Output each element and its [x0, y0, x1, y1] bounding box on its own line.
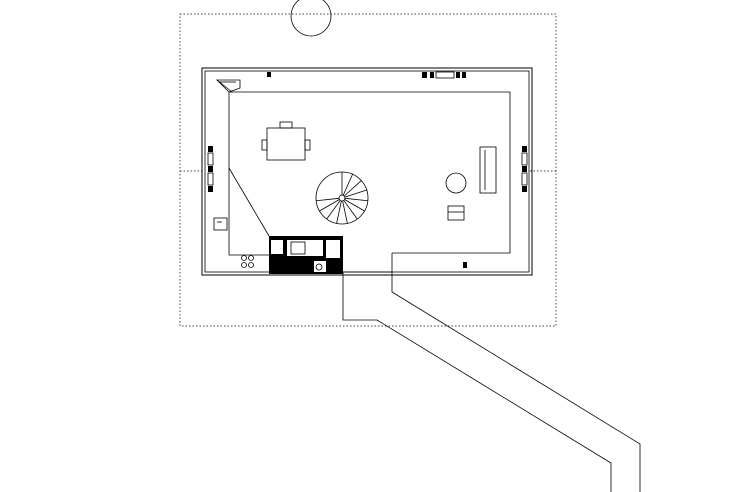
sofa	[479, 146, 497, 194]
exterior-walls	[201, 67, 533, 276]
inner-room-outline-top	[229, 91, 511, 254]
spiral-stair-tread	[344, 189, 367, 198]
access-path-right-edge	[391, 253, 641, 492]
column-marker	[463, 262, 467, 268]
armchair	[447, 205, 465, 221]
windows-right	[521, 146, 528, 192]
spiral-stair-tread	[342, 174, 353, 196]
windows-left	[207, 146, 214, 192]
spiral-stair-tread	[344, 199, 365, 212]
sink	[213, 217, 228, 231]
windows-top	[267, 71, 466, 79]
access-path-left-edge	[342, 272, 612, 492]
spiral-stair	[315, 171, 369, 225]
tree-symbol	[290, 0, 332, 37]
spiral-stair-tread	[326, 200, 341, 220]
spiral-stair-newel	[338, 194, 346, 202]
spiral-stair-tread	[316, 197, 340, 202]
spiral-stair-tread	[344, 197, 368, 202]
diagonal-wall	[228, 167, 270, 237]
spiral-stair-tread	[343, 180, 362, 197]
site-boundary	[179, 13, 557, 327]
service-core	[269, 236, 343, 274]
stove-burners	[241, 255, 254, 268]
spiral-stair-tread	[343, 200, 358, 220]
spiral-stair-tread	[342, 200, 348, 224]
corner-stair-top-left	[216, 79, 241, 93]
spiral-stair-tread	[336, 200, 342, 224]
round-table	[445, 172, 467, 194]
dining-table	[261, 121, 311, 161]
inner-room-outline	[228, 92, 269, 256]
spiral-stair-tread	[319, 199, 340, 212]
